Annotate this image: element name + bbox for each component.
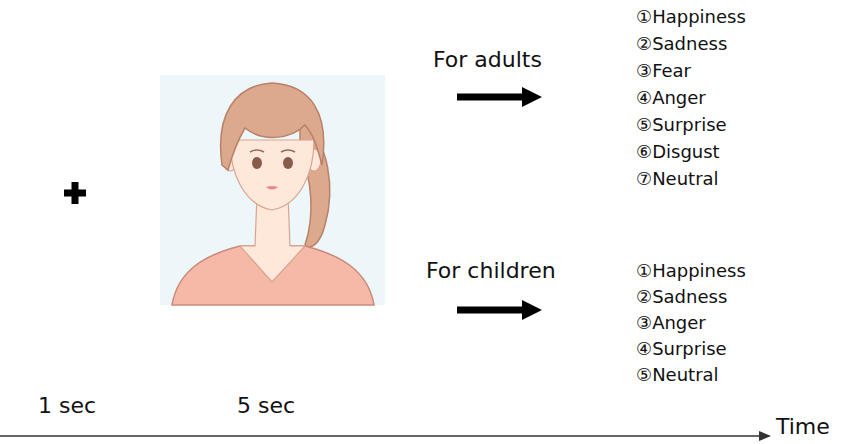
illustration-ground	[160, 75, 385, 305]
time-axis	[0, 435, 764, 437]
fixation-cross	[72, 182, 79, 204]
emotion-option: ③Fear	[636, 60, 691, 82]
hair	[221, 83, 324, 170]
eyebrow	[281, 150, 295, 152]
group-heading: For adults	[433, 47, 542, 73]
emotion-option: ④Surprise	[636, 338, 727, 360]
emotion-option: ①Happiness	[636, 260, 746, 282]
emotion-option: ⑥Disgust	[636, 141, 720, 163]
face-illustration	[160, 75, 385, 305]
block-arrow	[457, 94, 525, 101]
group-heading: For children	[426, 258, 556, 284]
block-arrow	[522, 300, 542, 320]
block-arrow	[522, 87, 542, 107]
face	[230, 140, 314, 210]
duration-label: 1 sec	[38, 393, 96, 419]
emotion-option: ⑤Neutral	[636, 364, 719, 386]
emotion-option: ⑤Surprise	[636, 114, 727, 136]
emotion-option: ③Anger	[636, 312, 706, 334]
eye	[283, 157, 293, 169]
eye	[252, 157, 262, 169]
emotion-option: ②Sadness	[636, 33, 727, 55]
duration-label: 5 sec	[237, 393, 295, 419]
block-arrow	[457, 307, 525, 314]
mouth	[266, 186, 278, 190]
emotion-option: ①Happiness	[636, 6, 746, 28]
emotion-option: ②Sadness	[636, 286, 727, 308]
time-axis-head	[759, 431, 771, 441]
emotion-option: ⑦Neutral	[636, 168, 719, 190]
eyebrow	[250, 150, 264, 152]
axis-label: Time	[776, 414, 830, 440]
emotion-option: ④Anger	[636, 87, 706, 109]
